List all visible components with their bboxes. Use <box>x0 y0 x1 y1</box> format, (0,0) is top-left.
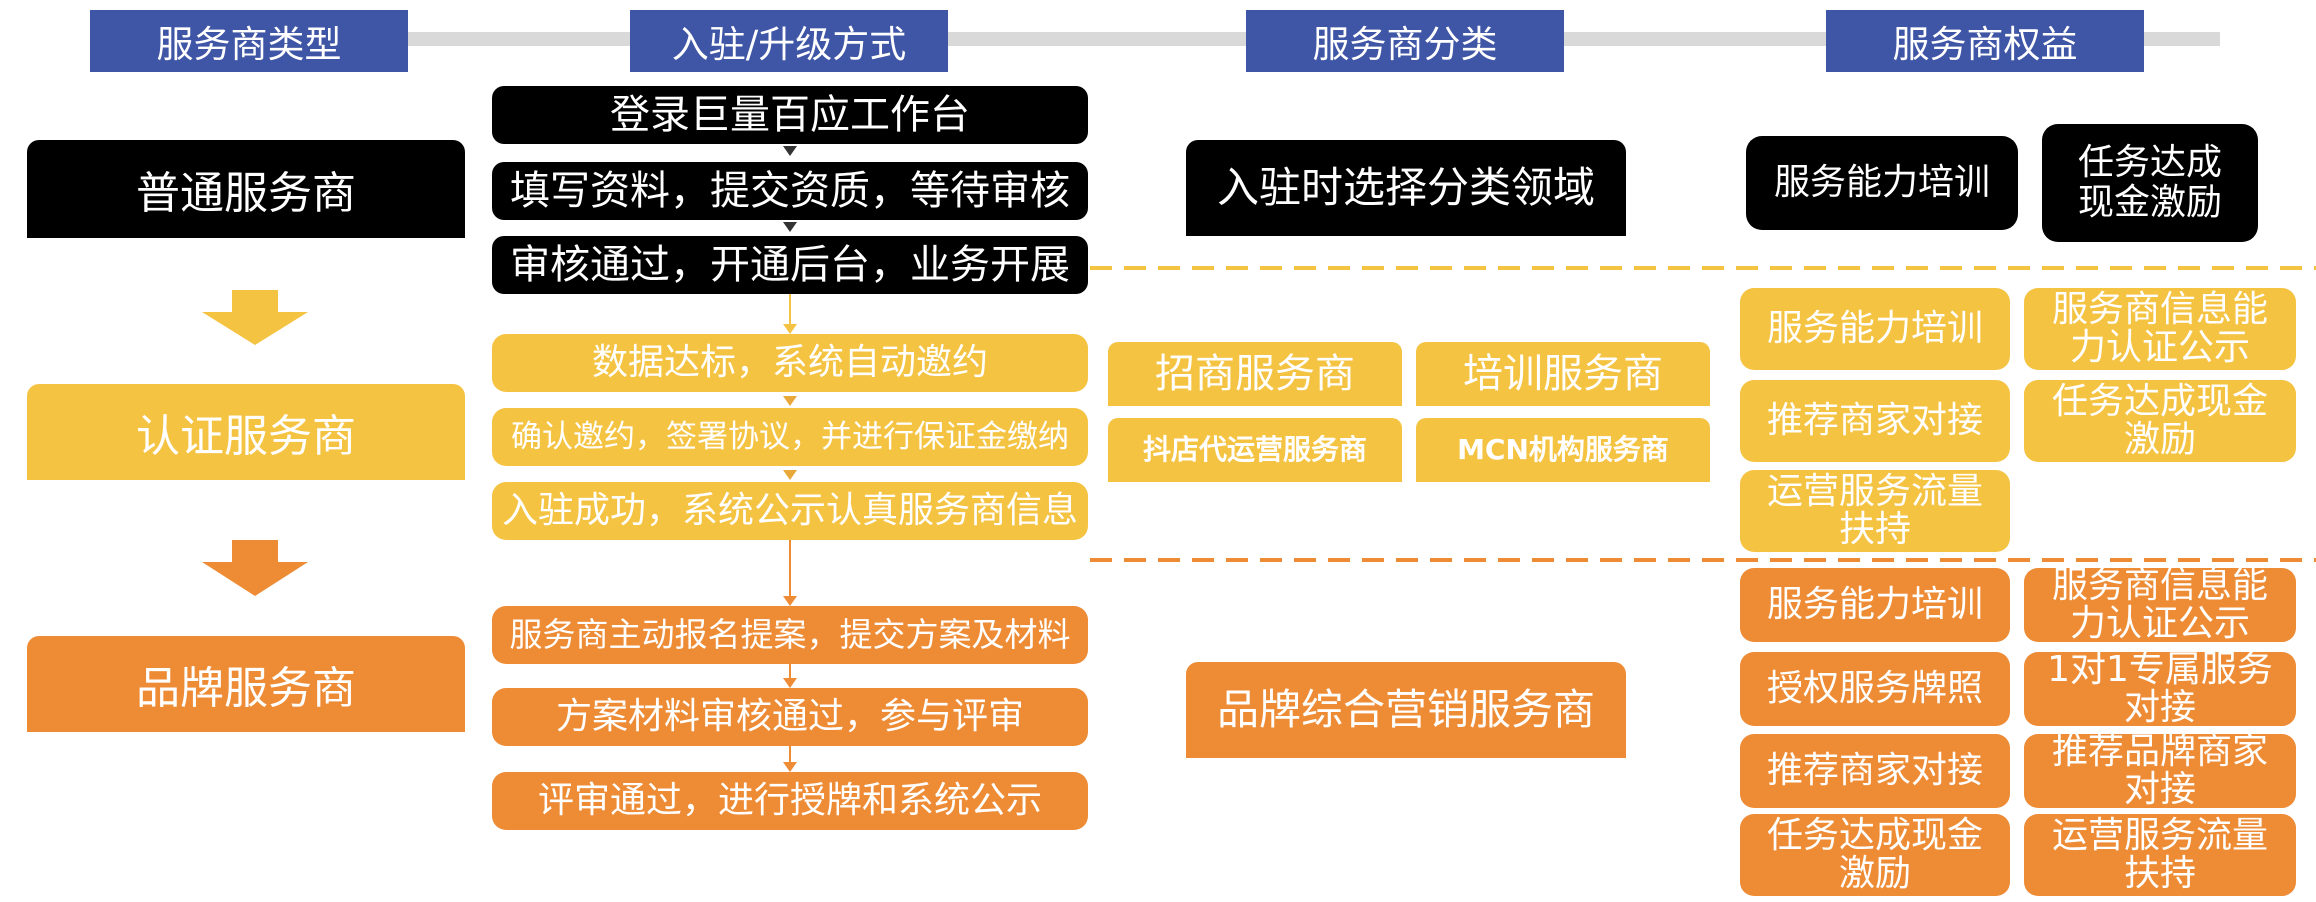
tier-brand: 品牌服务商 <box>27 636 465 732</box>
arrow-down-to-certified <box>202 290 308 345</box>
arrow-step-brand-1 <box>783 678 797 688</box>
header-provider-benefits: 服务商权益 <box>1826 10 2144 72</box>
benefit-certified-merchant-matching: 推荐商家对接 <box>1740 380 2010 462</box>
header-provider-category: 服务商分类 <box>1246 10 1564 72</box>
process-certified-step-2: 确认邀约，签署协议，并进行保证金缴纳 <box>492 408 1088 466</box>
category-certified-store-operation: 抖店代运营服务商 <box>1108 418 1402 482</box>
benefit-certified-training: 服务能力培训 <box>1740 288 2010 370</box>
process-brand-step-2: 方案材料审核通过，参与评审 <box>492 688 1088 746</box>
process-brand-step-3: 评审通过，进行授牌和系统公示 <box>492 772 1088 830</box>
arrow-connector-certified <box>783 324 797 334</box>
process-certified-step-1: 数据达标，系统自动邀约 <box>492 334 1088 392</box>
process-normal-step-3: 审核通过，开通后台，业务开展 <box>492 236 1088 294</box>
process-brand-step-1: 服务商主动报名提案，提交方案及材料 <box>492 606 1088 664</box>
benefit-brand-info-certification: 服务商信息能力认证公示 <box>2024 567 2296 642</box>
category-certified-merchant: 招商服务商 <box>1108 342 1402 406</box>
benefit-brand-merchant-matching: 推荐商家对接 <box>1740 734 2010 808</box>
benefit-brand-training: 服务能力培训 <box>1740 568 2010 642</box>
arrow-down-to-brand <box>202 540 308 596</box>
tier-normal: 普通服务商 <box>27 140 465 238</box>
benefit-brand-dedicated-service: 1对1专属服务对接 <box>2024 651 2296 726</box>
header-entry-method: 入驻/升级方式 <box>630 10 948 72</box>
category-certified-mcn: MCN机构服务商 <box>1416 418 1710 482</box>
benefit-brand-traffic-support: 运营服务流量扶持 <box>2024 814 2296 896</box>
benefit-certified-info-certification: 服务商信息能力认证公示 <box>2024 288 2296 370</box>
process-normal-step-1: 登录巨量百应工作台 <box>492 86 1088 144</box>
benefit-normal-training: 服务能力培训 <box>1746 136 2018 230</box>
arrow-step-brand-2 <box>783 762 797 772</box>
benefit-brand-brand-matching: 推荐品牌商家对接 <box>2024 733 2296 808</box>
header-provider-type: 服务商类型 <box>90 10 408 72</box>
arrow-step-certified-2 <box>783 470 797 480</box>
process-normal-step-2: 填写资料，提交资质，等待审核 <box>492 162 1088 220</box>
category-certified-training: 培训服务商 <box>1416 342 1710 406</box>
benefit-certified-cash-incentive: 任务达成现金激励 <box>2024 380 2296 462</box>
tier-certified: 认证服务商 <box>27 384 465 480</box>
category-normal: 入驻时选择分类领域 <box>1186 140 1626 236</box>
arrow-step-normal-2 <box>783 222 797 232</box>
benefit-normal-cash-incentive: 任务达成现金激励 <box>2042 124 2258 242</box>
benefit-brand-cash-incentive: 任务达成现金激励 <box>1740 814 2010 896</box>
category-brand: 品牌综合营销服务商 <box>1186 662 1626 758</box>
process-certified-step-3: 入驻成功，系统公示认真服务商信息 <box>492 482 1088 540</box>
arrow-connector-brand <box>783 596 797 606</box>
arrow-step-normal-1 <box>783 146 797 156</box>
benefit-brand-license: 授权服务牌照 <box>1740 652 2010 726</box>
benefit-certified-traffic-support: 运营服务流量扶持 <box>1740 470 2010 552</box>
arrow-step-certified-1 <box>783 396 797 406</box>
